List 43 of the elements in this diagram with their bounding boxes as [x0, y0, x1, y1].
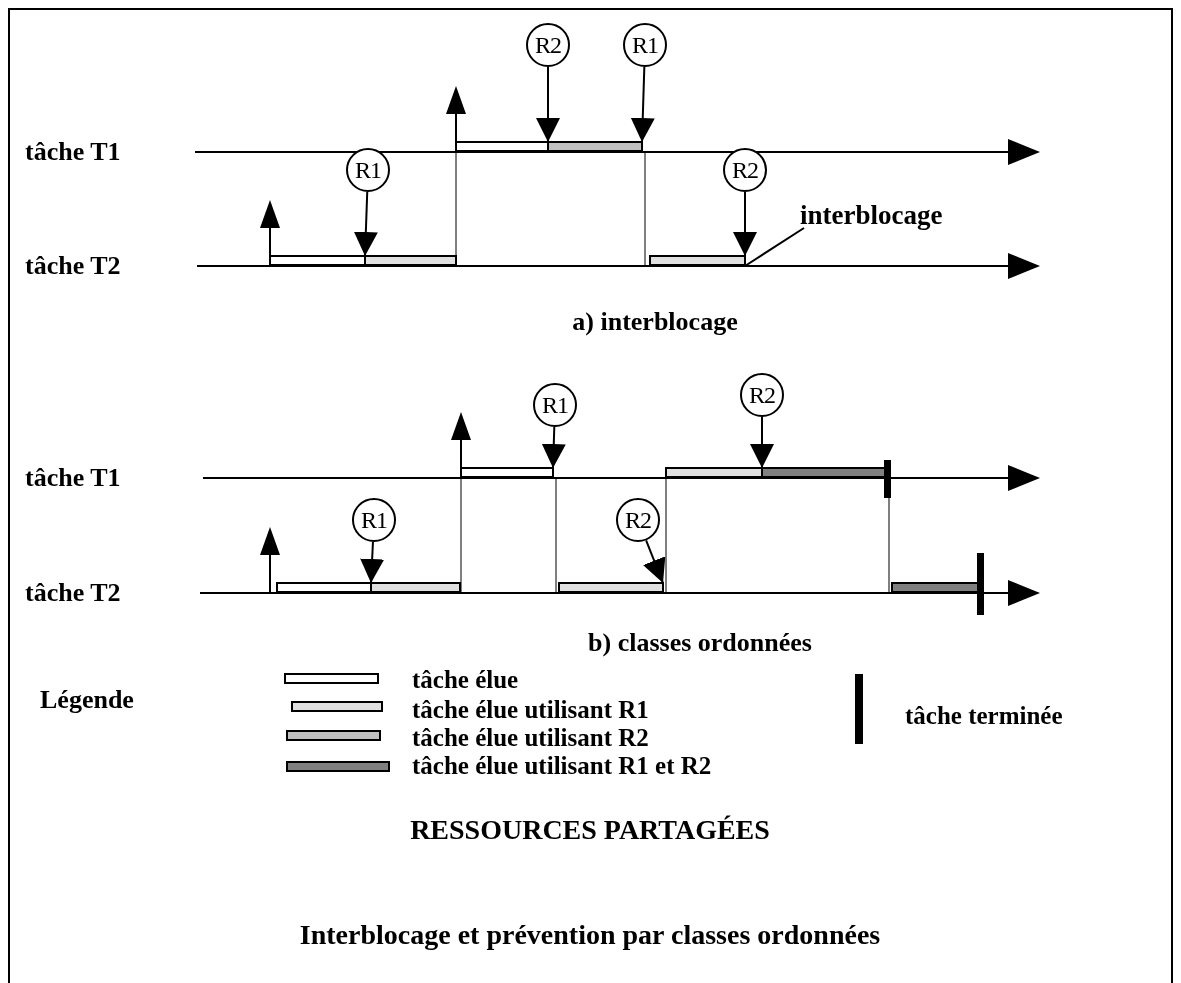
arrow — [536, 66, 560, 143]
arrow — [630, 66, 655, 143]
resource-circle: R2 — [723, 148, 767, 192]
arrow — [541, 426, 566, 469]
task-bar — [455, 141, 549, 152]
resource-circle: R1 — [623, 23, 667, 67]
arrow — [643, 539, 666, 584]
legend-text: tâche élue utilisant R1 et R2 — [412, 752, 712, 780]
task-bar — [665, 467, 763, 478]
legend-text: tâche élue utilisant R1 — [412, 696, 649, 724]
task-bar — [649, 255, 746, 266]
legend-text: tâche élue — [412, 666, 519, 694]
row-label: tâche T1 — [25, 137, 121, 167]
task-bar — [558, 582, 664, 593]
task-bar — [460, 467, 554, 478]
callout-text: interblocage — [800, 200, 943, 231]
leader-line — [744, 227, 805, 267]
resource-circle: R1 — [533, 383, 577, 427]
resource-circle: R1 — [352, 498, 396, 542]
section-caption: b) classes ordonnées — [588, 628, 812, 658]
task-bar — [891, 582, 979, 593]
task-bar — [370, 582, 461, 593]
resource-circle: R2 — [740, 373, 784, 417]
section-caption: a) interblocage — [572, 307, 738, 337]
row-label: tâche T2 — [25, 251, 121, 281]
arrow — [360, 541, 385, 584]
legend-text: tâche terminée — [905, 702, 1063, 730]
task-bar — [547, 141, 643, 152]
arrow — [353, 191, 378, 257]
task-bar — [276, 582, 372, 593]
task-bar — [364, 255, 457, 266]
resource-circle: R2 — [616, 498, 660, 542]
resource-circle: R2 — [526, 23, 570, 67]
resource-circle: R1 — [346, 148, 390, 192]
title: RESSOURCES PARTAGÉES — [410, 814, 770, 846]
arrow — [733, 191, 757, 257]
row-label: Légende — [40, 685, 134, 715]
legend-text: tâche élue utilisant R2 — [412, 724, 649, 752]
row-label: tâche T1 — [25, 463, 121, 493]
arrow — [750, 416, 774, 469]
row-label: tâche T2 — [25, 578, 121, 608]
task-bar — [269, 255, 366, 266]
caption: Interblocage et prévention par classes ordonnées — [299, 919, 881, 951]
